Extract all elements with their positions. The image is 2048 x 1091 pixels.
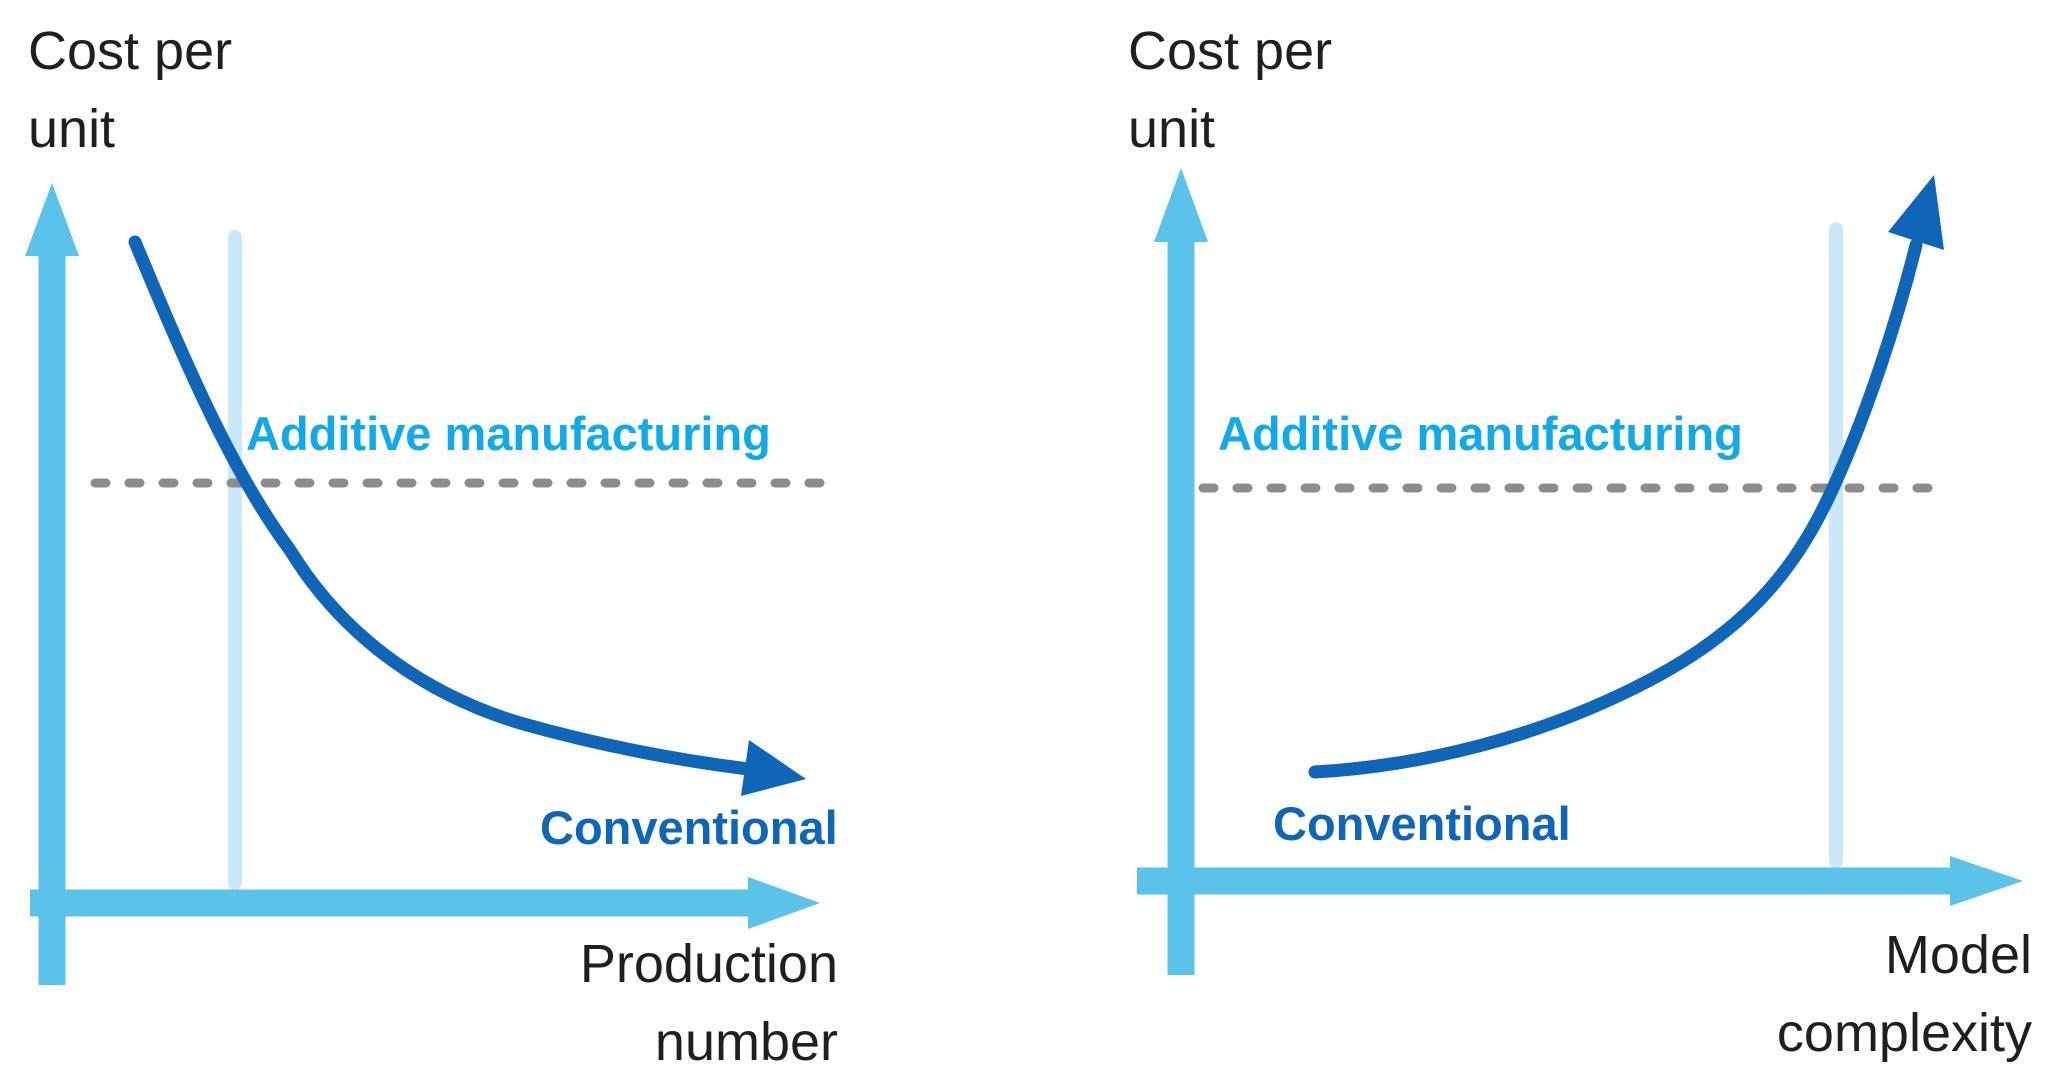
right-chart-shapes xyxy=(1137,168,2023,975)
right-conventional-curve xyxy=(1308,238,1923,779)
left-y-axis-bar xyxy=(38,250,66,985)
left-chart-shapes xyxy=(25,183,847,985)
left-breakeven-marker-line xyxy=(228,230,242,890)
left-y-axis-label: Cost per unit xyxy=(28,21,233,160)
right-additive-label: Additive manufacturing xyxy=(1218,407,1743,460)
right-y-axis-bar xyxy=(1167,242,1195,975)
left-x-axis-arrowhead xyxy=(748,877,820,929)
left-conventional-curve-arrowhead xyxy=(741,740,806,796)
left-conventional-label: Conventional xyxy=(540,801,838,854)
left-additive-label: Additive manufacturing xyxy=(246,407,771,460)
left-conventional-curve xyxy=(128,235,755,776)
right-y-axis-arrowhead xyxy=(1154,168,1208,242)
left-x-axis-bar xyxy=(30,889,750,917)
right-conventional-label: Conventional xyxy=(1273,797,1571,850)
right-x-axis-arrowhead xyxy=(1950,856,2023,906)
right-breakeven-marker-line xyxy=(1829,222,1843,868)
left-x-axis-label: Production number xyxy=(579,934,838,1073)
left-y-axis-arrowhead xyxy=(25,183,79,256)
right-conventional-curve-arrowhead xyxy=(1888,175,1944,250)
right-x-axis-bar xyxy=(1137,867,1950,895)
right-x-axis-label: Model complexity xyxy=(1776,925,2032,1064)
right-y-axis-label: Cost per unit xyxy=(1128,21,1333,160)
